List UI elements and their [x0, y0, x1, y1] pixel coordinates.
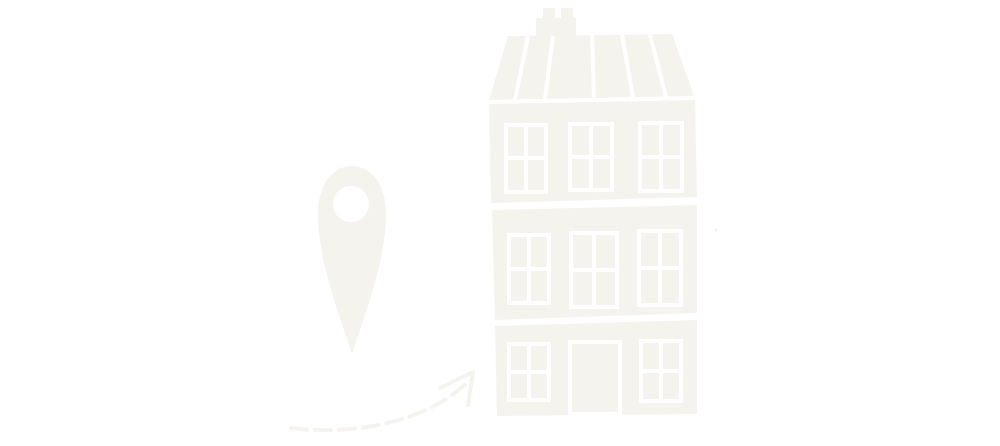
speck: [714, 228, 718, 232]
chimney: [536, 18, 576, 40]
location-pin-icon: [318, 166, 386, 354]
window: [504, 123, 548, 194]
window: [568, 122, 614, 192]
townhouse-icon: [489, 8, 697, 416]
window: [637, 229, 683, 307]
window: [507, 342, 551, 402]
window: [507, 233, 551, 305]
window: [638, 121, 684, 193]
window: [639, 339, 683, 403]
window: [569, 231, 619, 309]
door: [568, 340, 622, 416]
dashed-arrow-icon: [289, 370, 475, 432]
